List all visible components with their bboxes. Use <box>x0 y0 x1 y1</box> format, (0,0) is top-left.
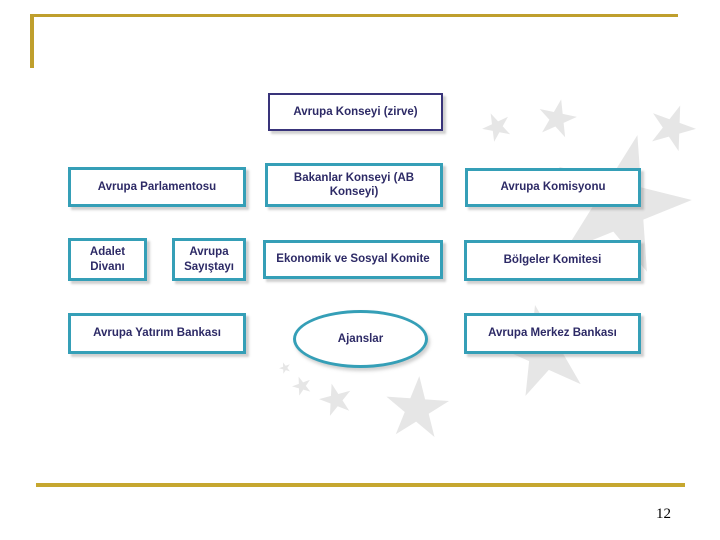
page-number: 12 <box>656 506 671 522</box>
node-avrupa-merkez-bankasi: Avrupa Merkez Bankası <box>464 313 641 354</box>
node-label: Bölgeler Komitesi <box>503 254 602 267</box>
node-label: Bakanlar Konseyi (AB Konseyi) <box>293 171 415 198</box>
node-label: Ekonomik ve Sosyal Komite <box>276 253 430 266</box>
node-avrupa-komisyonu: Avrupa Komisyonu <box>465 168 641 207</box>
node-avrupa-yatirim-bankasi: Avrupa Yatırım Bankası <box>68 313 246 354</box>
node-bolgeler-komitesi: Bölgeler Komitesi <box>464 240 641 281</box>
node-label: Avrupa Parlamentosu <box>97 180 217 193</box>
node-avrupa-konseyi: Avrupa Konseyi (zirve) <box>268 93 443 131</box>
node-ekonomik-ve-sosyal-komite: Ekonomik ve Sosyal Komite <box>263 240 443 279</box>
node-bakanlar-konseyi: Bakanlar Konseyi (AB Konseyi) <box>265 163 443 207</box>
node-label: Adalet Divanı <box>89 246 126 273</box>
node-label: Ajanslar <box>337 332 384 345</box>
left-gold-rule <box>30 14 34 68</box>
bottom-gold-rule <box>36 483 685 487</box>
node-avrupa-parlamentosu: Avrupa Parlamentosu <box>68 167 246 207</box>
top-gold-rule <box>30 14 678 17</box>
node-avrupa-sayistayi: Avrupa Sayıştayı <box>172 238 246 281</box>
node-label: Avrupa Konseyi (zirve) <box>293 105 418 118</box>
node-label: Avrupa Sayıştayı <box>184 246 234 273</box>
node-label: Avrupa Yatırım Bankası <box>93 327 221 340</box>
node-label: Avrupa Komisyonu <box>500 181 606 194</box>
node-adalet-divani: Adalet Divanı <box>68 238 147 281</box>
node-label: Avrupa Merkez Bankası <box>488 327 617 340</box>
node-ajanslar: Ajanslar <box>293 310 428 368</box>
